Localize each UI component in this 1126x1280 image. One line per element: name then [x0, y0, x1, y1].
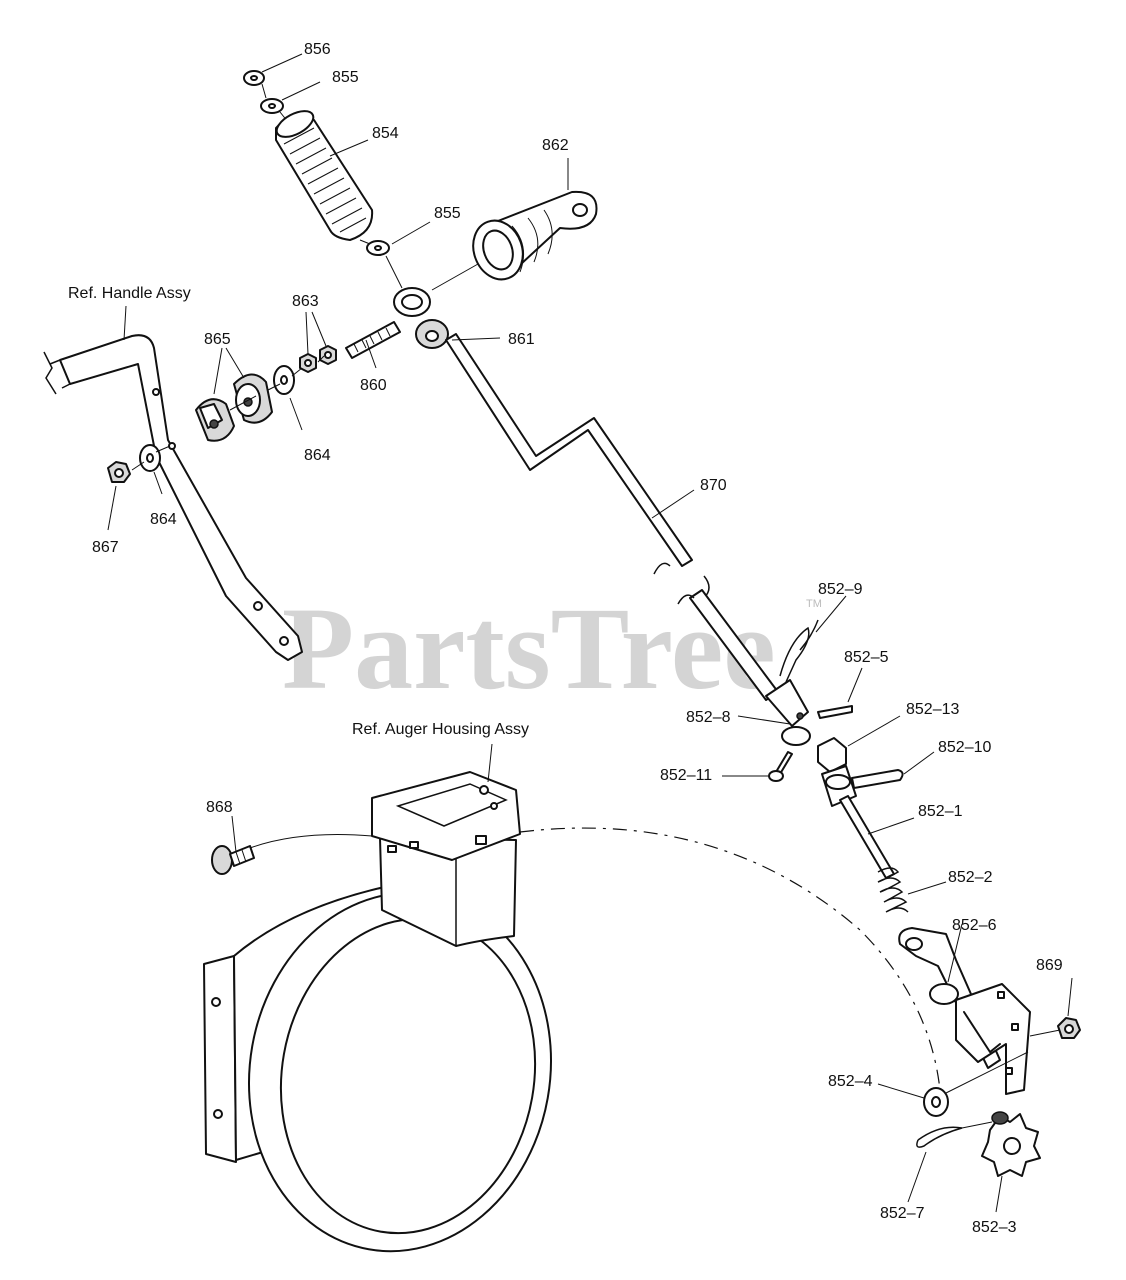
label-852-3: 852–3 [972, 1219, 1017, 1236]
label-852-2: 852–2 [948, 869, 993, 886]
label-852-8: 852–8 [686, 709, 731, 726]
watermark: PartsTree [282, 583, 776, 714]
label-865: 865 [204, 331, 231, 348]
label-852-10: 852–10 [938, 739, 991, 756]
label-852-1: 852–1 [918, 803, 963, 820]
auger-housing-icon [203, 771, 552, 1253]
nut-867-icon [107, 461, 131, 483]
part-labels: 856 855 854 862 855 863 865 861 860 864 … [68, 41, 1063, 1236]
grip-icon [275, 110, 374, 241]
label-852-5: 852–5 [844, 649, 889, 666]
label-869: 869 [1036, 957, 1063, 974]
bushing-861-icon [415, 319, 449, 349]
label-855-top: 855 [332, 69, 359, 86]
label-852-6: 852–6 [952, 917, 997, 934]
label-867: 867 [92, 539, 119, 556]
eye-bolt-860-icon [345, 287, 431, 359]
label-852-7: 852–7 [880, 1205, 925, 1222]
label-852-11: 852–11 [660, 767, 712, 784]
label-870: 870 [700, 477, 727, 494]
washer-855-top-icon [260, 98, 284, 114]
label-852-4: 852–4 [828, 1073, 873, 1090]
knob-halves-865-icon [195, 373, 273, 442]
label-854: 854 [372, 125, 399, 142]
washer-864-left-icon [139, 444, 161, 472]
label-860: 860 [360, 377, 387, 394]
label-863: 863 [292, 293, 319, 310]
label-855-mid: 855 [434, 205, 461, 222]
label-861: 861 [508, 331, 535, 348]
nut-869-icon [1057, 1017, 1081, 1039]
washer-852-4-icon [923, 1087, 949, 1117]
label-868: 868 [206, 799, 233, 816]
label-ref-handle: Ref. Handle Assy [68, 285, 191, 302]
washer-855-mid-icon [366, 240, 390, 256]
rod-icon [445, 333, 779, 701]
carriage-bolt-icon [211, 845, 255, 875]
linkage-852-icon [765, 619, 1031, 1095]
label-864-right: 864 [304, 447, 331, 464]
label-852-9: 852–9 [818, 581, 863, 598]
label-864-left: 864 [150, 511, 177, 528]
label-862: 862 [542, 137, 569, 154]
watermark-trademark: TM [806, 598, 822, 610]
label-ref-auger: Ref. Auger Housing Assy [352, 721, 529, 738]
washer-864-right-icon [273, 365, 295, 395]
label-852-13: 852–13 [906, 701, 959, 718]
gear-icon [981, 1111, 1041, 1177]
label-856: 856 [304, 41, 331, 58]
leader-lines [107, 53, 1073, 1213]
nuts-863-icon [299, 345, 337, 373]
hairpin-852-7-icon [916, 1121, 993, 1148]
washer-856-icon [243, 70, 265, 86]
knob-icon [472, 190, 598, 281]
